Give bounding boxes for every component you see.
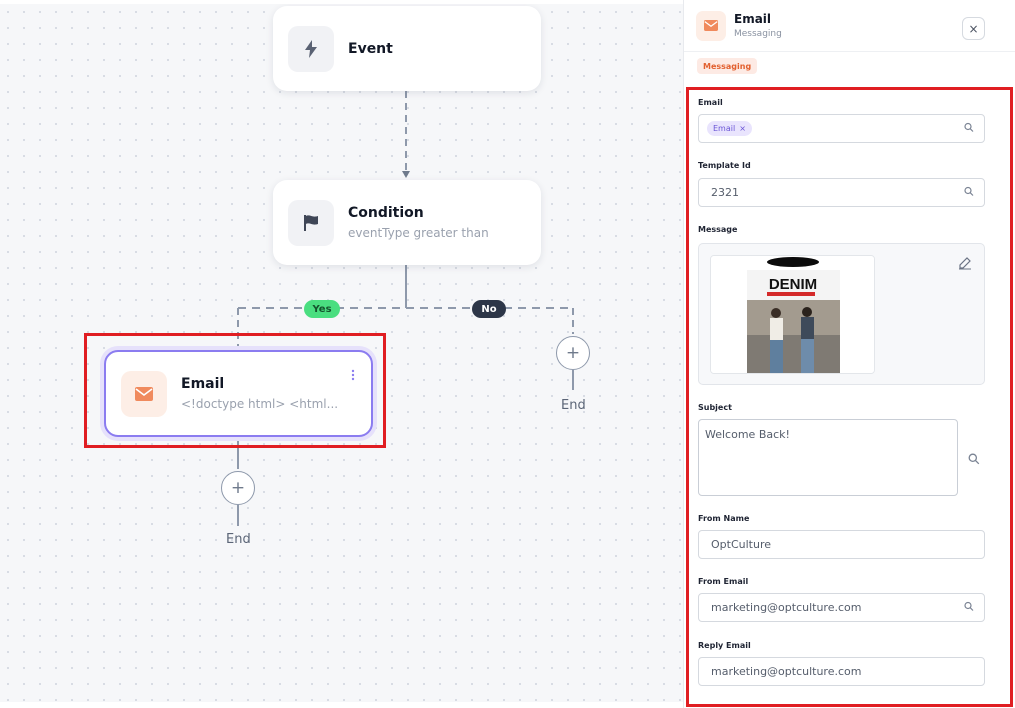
condition-node-subtitle: eventType greater than bbox=[348, 226, 489, 240]
end-label: End bbox=[561, 398, 586, 413]
from-email-field[interactable]: marketing@optculture.com bbox=[698, 593, 985, 622]
from-email-label: From Email bbox=[698, 577, 749, 586]
end-label: End bbox=[226, 532, 251, 547]
panel-title: Email bbox=[734, 12, 772, 26]
flow-connectors bbox=[237, 91, 574, 526]
template-thumbnail[interactable]: DENIM bbox=[710, 255, 875, 374]
subject-textarea[interactable]: Welcome Back! bbox=[698, 419, 958, 496]
email-chip-label: Email bbox=[713, 124, 736, 133]
template-id-value: 2321 bbox=[711, 186, 739, 199]
from-name-field[interactable]: OptCulture bbox=[698, 530, 985, 559]
plus-icon: + bbox=[565, 343, 581, 363]
close-button[interactable]: × bbox=[962, 17, 985, 40]
template-id-field[interactable]: 2321 bbox=[698, 178, 985, 207]
from-name-value: OptCulture bbox=[711, 538, 771, 551]
search-icon[interactable] bbox=[964, 122, 974, 135]
condition-node-title: Condition bbox=[348, 205, 424, 221]
panel-subtitle: Messaging bbox=[734, 29, 782, 39]
close-icon: × bbox=[968, 21, 979, 36]
add-step-button[interactable]: + bbox=[556, 336, 590, 370]
email-label: Email bbox=[698, 98, 723, 107]
node-settings-panel: Email Messaging × Messaging Email Email … bbox=[683, 0, 1015, 708]
event-node[interactable]: Event bbox=[273, 6, 541, 91]
lightning-icon bbox=[288, 25, 334, 72]
reply-email-field[interactable]: marketing@optculture.com bbox=[698, 657, 985, 686]
from-email-value: marketing@optculture.com bbox=[711, 601, 862, 614]
chip-remove-icon[interactable]: × bbox=[739, 124, 746, 133]
from-name-label: From Name bbox=[698, 514, 750, 523]
workflow-canvas[interactable]: Event Condition eventType greater than Y… bbox=[0, 4, 683, 702]
no-branch-label: No bbox=[472, 300, 506, 318]
flag-icon bbox=[288, 199, 334, 246]
message-preview-box[interactable]: DENIM bbox=[698, 243, 985, 385]
arrowhead bbox=[402, 171, 410, 178]
add-step-button[interactable]: + bbox=[221, 471, 255, 505]
yes-branch-label: Yes bbox=[304, 300, 340, 318]
reply-email-label: Reply Email bbox=[698, 641, 751, 650]
search-icon[interactable] bbox=[964, 601, 974, 614]
mail-icon bbox=[121, 370, 167, 417]
plus-icon: + bbox=[230, 478, 246, 498]
email-node-title: Email bbox=[181, 376, 225, 392]
email-node-subtitle: <!doctype html> <html... bbox=[181, 397, 339, 411]
mail-icon bbox=[696, 10, 726, 41]
condition-node[interactable]: Condition eventType greater than bbox=[273, 180, 541, 265]
subject-label: Subject bbox=[698, 403, 732, 412]
email-node[interactable]: Email <!doctype html> <html... bbox=[104, 350, 373, 437]
search-icon[interactable] bbox=[968, 450, 980, 469]
thumbnail-heading: DENIM bbox=[769, 276, 817, 293]
email-recipient-field[interactable]: Email × bbox=[698, 114, 985, 143]
template-id-label: Template Id bbox=[698, 161, 751, 170]
event-node-title: Event bbox=[348, 40, 393, 57]
reply-email-value: marketing@optculture.com bbox=[711, 665, 862, 678]
category-badge: Messaging bbox=[697, 58, 758, 74]
kebab-icon[interactable] bbox=[351, 366, 355, 385]
email-chip[interactable]: Email × bbox=[707, 121, 752, 136]
search-icon[interactable] bbox=[964, 186, 974, 199]
panel-header: Email Messaging × bbox=[684, 0, 1015, 52]
edit-icon[interactable] bbox=[958, 255, 972, 274]
redacted-logo bbox=[767, 257, 819, 267]
message-label: Message bbox=[698, 225, 738, 234]
